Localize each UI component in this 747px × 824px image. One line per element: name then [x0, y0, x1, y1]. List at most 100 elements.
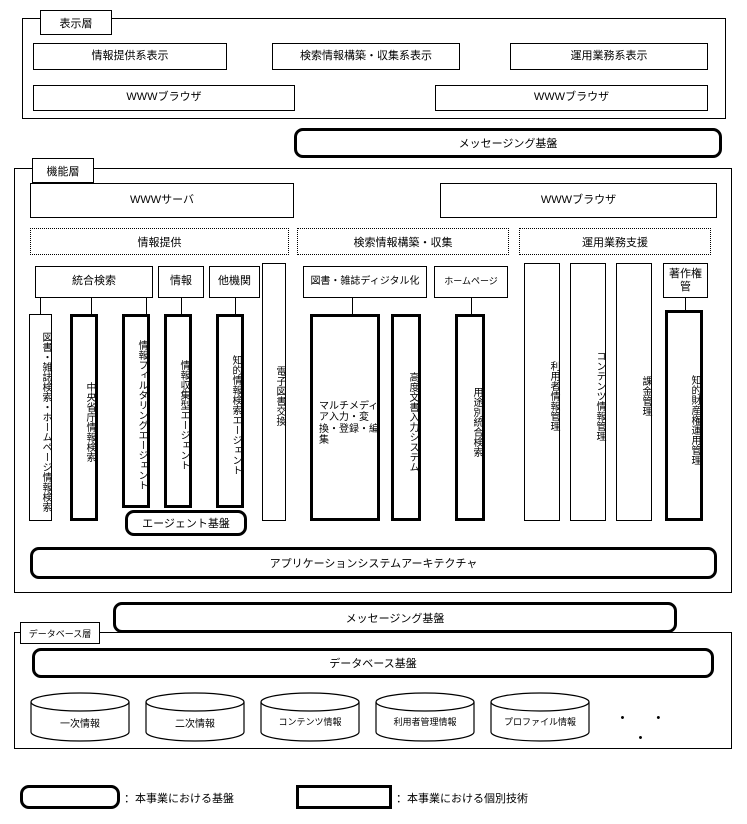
provide-vertical-4: 知的情報検索エージェント	[216, 314, 244, 508]
presentation-browser-0-label: WWWブラウザ	[126, 91, 202, 104]
provide-vertical-3-label: 情報収集型エージェント	[178, 360, 189, 470]
collect-vertical-0-label: マルチメディア入力・変換・登録・編集	[319, 400, 379, 447]
database-ellipsis: ・ ・ ・	[600, 708, 690, 748]
application-architecture-bar: アプリケーションシステムアーキテクチャ	[30, 547, 717, 579]
presentation-box-2: 運用業務系表示	[510, 43, 708, 70]
provide-vertical-5-label: 電子図書交換	[274, 366, 285, 426]
legend-swatch-foundation	[20, 785, 120, 809]
database-store-2-label: コンテンツ情報	[278, 717, 342, 727]
cylinder-shape	[260, 692, 360, 742]
group-header-collect: 検索情報構築・収集	[297, 228, 509, 255]
provide-head-0: 統合検索	[35, 266, 153, 298]
function-www-server-label: WWWサーバ	[129, 193, 195, 206]
messaging-foundation-bottom-label: メッセージング基盤	[345, 612, 445, 625]
function-layer-tab: 機能層	[32, 158, 94, 183]
connector-line	[40, 298, 41, 314]
cylinder-shape	[375, 692, 475, 742]
provide-vertical-2: 情報フィルタリングエージェント	[122, 314, 150, 508]
provide-vertical-2-label: 情報フィルタリングエージェント	[136, 340, 147, 490]
legend-text-foundation-label: ：本事業における基盤	[124, 793, 234, 805]
collect-vertical-1-label: 高度文書入力システム	[407, 371, 418, 472]
legend-text-foundation: ：本事業における基盤	[124, 790, 234, 806]
provide-vertical-5: 電子図書交換	[262, 263, 286, 521]
database-foundation: データベース基盤	[32, 648, 714, 678]
database-store-0: 一次情報	[30, 692, 130, 742]
cylinder-shape	[30, 692, 130, 742]
provide-head-1: 情報	[158, 266, 204, 298]
collect-head-0: 図書・雑誌ディジタル化	[303, 266, 427, 298]
messaging-foundation-top-label: メッセージング基盤	[458, 138, 558, 150]
group-header-provide: 情報提供	[30, 228, 289, 255]
collect-vertical-2-label: 用途別統合検索	[471, 386, 482, 457]
database-ellipsis-label: ・ ・ ・	[615, 710, 675, 746]
presentation-box-0: 情報提供系表示	[33, 43, 227, 70]
group-header-collect-label: 検索情報構築・収集	[353, 236, 453, 249]
connector-line	[685, 298, 686, 310]
provide-vertical-0-label: 図書・雑誌検索・ホームページ情報検索	[40, 331, 51, 512]
database-store-0-label: 一次情報	[60, 719, 100, 730]
ops-vertical-0: 利用者情報管理	[524, 263, 560, 521]
presentation-layer-label: 表示層	[59, 17, 93, 30]
ops-vertical-3-label: 知的財産権運用管理	[689, 374, 700, 465]
database-store-2: コンテンツ情報	[260, 692, 360, 742]
function-www-browser: WWWブラウザ	[440, 183, 717, 218]
provide-vertical-1-label: 中央省庁情報検索	[84, 381, 95, 462]
ops-head-0: 著作権管	[663, 263, 708, 298]
database-store-3: 利用者管理情報	[375, 692, 475, 742]
database-foundation-label: データベース基盤	[329, 658, 417, 670]
agent-foundation: エージェント基盤	[125, 510, 247, 536]
application-architecture-label: アプリケーションシステムアーキテクチャ	[269, 558, 478, 570]
provide-head-1-label: 情報	[170, 275, 192, 288]
presentation-browser-0: WWWブラウザ	[33, 85, 295, 111]
collect-head-1: ホームページ	[434, 266, 508, 298]
provide-head-2-label: 他機関	[218, 275, 251, 288]
ops-vertical-1-label: コンテンツ情報管理	[594, 351, 605, 441]
connector-line	[146, 298, 147, 314]
provide-head-0-label: 統合検索	[72, 275, 116, 288]
group-header-ops-label: 運用業務支援	[582, 236, 648, 249]
function-layer-label: 機能層	[46, 165, 80, 178]
group-header-ops: 運用業務支援	[519, 228, 711, 255]
collect-vertical-0: マルチメディア入力・変換・登録・編集	[310, 314, 380, 521]
collect-vertical-1: 高度文書入力システム	[391, 314, 421, 521]
cylinder-shape	[490, 692, 590, 742]
group-header-provide-label: 情報提供	[137, 236, 182, 249]
database-store-4-label: プロファイル情報	[503, 717, 576, 727]
presentation-browser-1-label: WWWブラウザ	[533, 91, 610, 104]
ops-vertical-3: 知的財産権運用管理	[665, 310, 703, 521]
function-www-server: WWWサーバ	[30, 183, 294, 218]
presentation-browser-1: WWWブラウザ	[435, 85, 708, 111]
database-store-1: 二次情報	[145, 692, 245, 742]
collect-head-0-label: 図書・雑誌ディジタル化	[310, 275, 420, 287]
ops-vertical-1: コンテンツ情報管理	[570, 263, 606, 521]
collect-head-1-label: ホームページ	[444, 276, 498, 287]
database-layer-label: データベース層	[28, 628, 92, 639]
function-www-browser-label: WWWブラウザ	[540, 193, 617, 206]
legend-text-technology-label: ：本事業における個別技術	[396, 793, 528, 805]
presentation-box-1-label: 検索情報構築・収集系表示	[300, 49, 432, 62]
presentation-box-0-label: 情報提供系表示	[91, 49, 169, 62]
legend-text-technology: ：本事業における個別技術	[396, 790, 528, 806]
presentation-box-1: 検索情報構築・収集系表示	[272, 43, 460, 70]
provide-vertical-3: 情報収集型エージェント	[164, 314, 192, 508]
ops-head-0-label: 著作権管	[669, 268, 702, 293]
presentation-box-2-label: 運用業務系表示	[570, 49, 648, 62]
connector-line	[471, 298, 472, 314]
provide-vertical-0: 図書・雑誌検索・ホームページ情報検索	[29, 314, 52, 521]
connector-line	[352, 298, 353, 314]
provide-vertical-4-label: 知的情報検索エージェント	[230, 355, 241, 475]
database-store-1-label: 二次情報	[175, 719, 215, 730]
messaging-foundation-top: メッセージング基盤	[294, 128, 722, 158]
cylinder-shape	[145, 692, 245, 742]
provide-head-2: 他機関	[209, 266, 260, 298]
collect-vertical-2: 用途別統合検索	[455, 314, 485, 521]
agent-foundation-label: エージェント基盤	[142, 518, 230, 530]
database-store-3-label: 利用者管理情報	[393, 717, 457, 727]
legend-swatch-technology	[296, 785, 392, 809]
connector-line	[181, 298, 182, 314]
ops-vertical-2-label: 課金管理	[640, 376, 651, 416]
database-store-4: プロファイル情報	[490, 692, 590, 742]
messaging-foundation-bottom: メッセージング基盤	[113, 602, 677, 633]
database-layer-tab: データベース層	[20, 622, 100, 644]
connector-line	[91, 298, 92, 314]
